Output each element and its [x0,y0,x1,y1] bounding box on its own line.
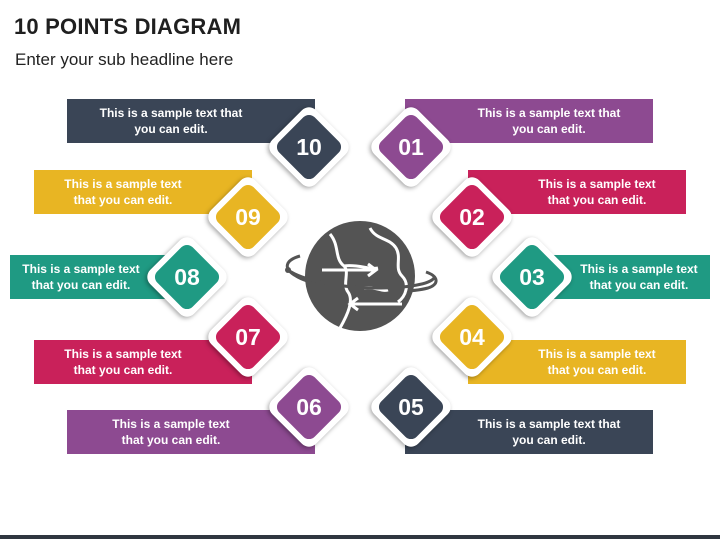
banner-05: This is a sample text that you can edit. [405,410,653,454]
point-number-09: 09 [235,203,261,230]
diamond-03: 03 [488,233,576,321]
point-number-10: 10 [296,133,322,160]
banner-03-text: This is a sample text that you can edit. [580,262,698,292]
point-number-04: 04 [459,323,485,350]
diamond-10: 10 [265,103,353,191]
banner-06: This is a sample text that you can edit. [67,410,315,454]
diamond-08: 08 [143,233,231,321]
diamond-06: 06 [265,363,353,451]
diamond-07: 07 [204,293,292,381]
point-number-05: 05 [398,393,424,420]
diamond-09: 09 [204,173,292,261]
banner-10-text: This is a sample text that you can edit. [99,106,243,136]
banner-10: This is a sample text that you can edit. [67,99,315,143]
banner-01: This is a sample text that you can edit. [405,99,653,143]
bottom-bar [0,535,720,539]
banner-06-text: This is a sample text that you can edit. [112,417,230,447]
banner-04: This is a sample text that you can edit. [468,340,686,384]
banner-05-text: This is a sample text that you can edit. [477,417,621,447]
banner-04-text: This is a sample text that you can edit. [538,347,656,377]
page-subtitle: Enter your sub headline here [15,50,234,69]
point-number-02: 02 [459,203,485,230]
banner-07-text: This is a sample text that you can edit. [64,347,182,377]
point-number-06: 06 [296,393,322,420]
globe-with-arrows-icon [285,221,438,331]
diamond-02: 02 [428,173,516,261]
banner-09-text: This is a sample text that you can edit. [64,177,182,207]
point-number-01: 01 [398,133,424,160]
diamond-04: 04 [428,293,516,381]
point-number-03: 03 [519,263,545,290]
banner-08-text: This is a sample text that you can edit. [22,262,140,292]
point-number-07: 07 [235,323,261,350]
diamond-05: 05 [367,363,455,451]
diamond-01: 01 [367,103,455,191]
point-number-08: 08 [174,263,200,290]
banner-01-text: This is a sample text that you can edit. [477,106,621,136]
banner-02-text: This is a sample text that you can edit. [538,177,656,207]
page-title: 10 POINTS DIAGRAM [14,14,242,39]
